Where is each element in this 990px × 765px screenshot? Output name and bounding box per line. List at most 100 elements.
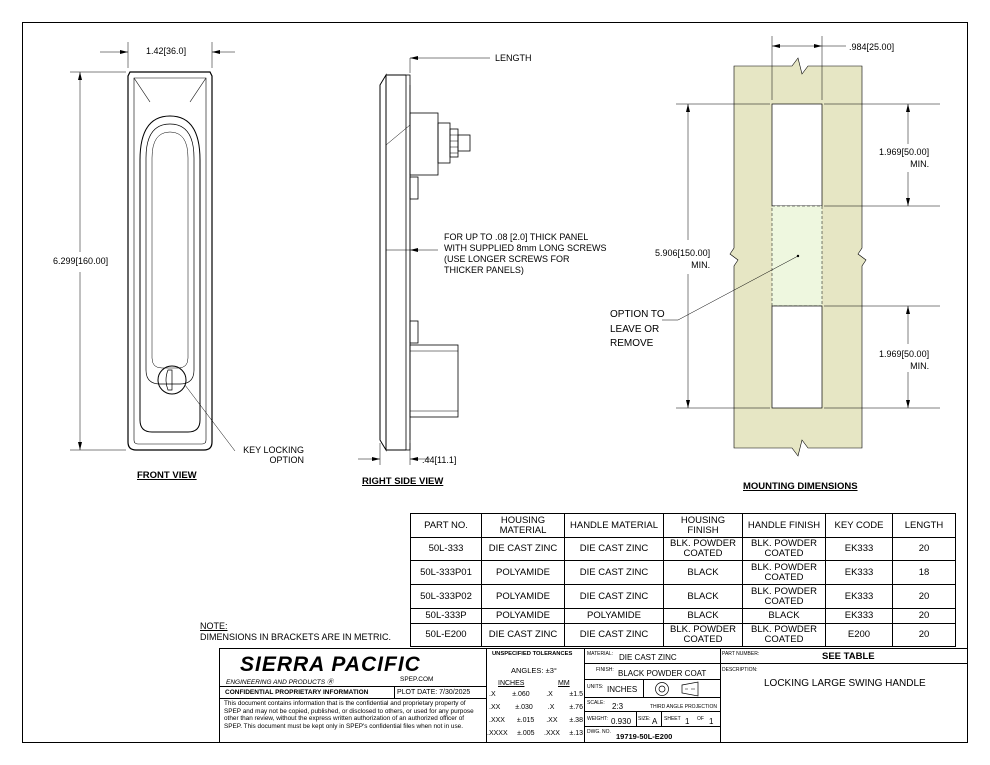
sheet-total: 1 (709, 717, 714, 726)
mounting-title: MOUNTING DIMENSIONS (743, 481, 858, 492)
table-cell: DIE CAST ZINC (564, 623, 664, 647)
projection-label: THIRD ANGLE PROJECTION (650, 704, 717, 710)
line-v (643, 679, 644, 697)
line-h (584, 726, 720, 727)
finish-label: FINISH: (596, 667, 614, 673)
material-label: MATERIAL: (587, 651, 614, 657)
line-v (486, 648, 487, 743)
table-cell: BLACK (742, 608, 826, 624)
table-cell: 50L-333P (410, 608, 482, 624)
table-cell: E200 (825, 623, 893, 647)
dwg-label: DWG. NO. (587, 729, 611, 735)
title-block (219, 648, 968, 743)
table-cell: DIE CAST ZINC (564, 560, 664, 585)
plot-date: PLOT DATE: 7/30/2025 (397, 689, 471, 696)
table-cell: POLYAMIDE (481, 584, 565, 609)
table-cell: EK333 (825, 584, 893, 609)
line-v (636, 711, 637, 726)
table-cell: 50L-333P01 (410, 560, 482, 585)
table-cell: POLYAMIDE (481, 560, 565, 585)
table-cell: BLACK (663, 560, 743, 585)
size: A (652, 717, 658, 726)
table-cell: BLACK (663, 608, 743, 624)
front-width-dim: 1.42[36.0] (146, 46, 187, 56)
confidential-label: CONFIDENTIAL PROPRIETARY INFORMATION (225, 689, 369, 696)
front-height-dim: 6.299[160.00] (53, 256, 109, 266)
front-view-title: FRONT VIEW (137, 470, 197, 481)
tolerance-row: .XXXX±.005.XXX±.13 (487, 730, 583, 737)
col-header: HOUSING FINISH (663, 513, 743, 538)
table-cell: 50L-333P02 (410, 584, 482, 609)
line-v (584, 648, 585, 743)
col-header: HANDLE MATERIAL (564, 513, 664, 538)
units: INCHES (607, 685, 638, 694)
mount-bottom-dim: 1.969[50.00] MIN. (879, 349, 930, 371)
side-depth-dim: .44[11.1] (422, 455, 457, 465)
side-view (358, 56, 490, 465)
table-cell: BLK. POWDER COATED (742, 537, 826, 561)
table-row: 50L-333 DIE CAST ZINC DIE CAST ZINC BLK.… (410, 537, 956, 561)
table-cell: 20 (892, 537, 956, 561)
mm-label: MM (558, 680, 570, 687)
key-locking-note: KEY LOCKING OPTION (243, 445, 304, 465)
line-h (219, 698, 486, 699)
mounting-dimensions (662, 36, 940, 457)
units-label: UNITS: (587, 684, 604, 690)
table-cell: BLK. POWDER COATED (742, 560, 826, 585)
tolerance-row: .X±.060.X±1.5 (489, 691, 583, 698)
table-cell: 20 (892, 623, 956, 647)
company-sub: ENGINEERING AND PRODUCTS Ⓡ (226, 679, 334, 686)
table-cell: POLYAMIDE (564, 608, 664, 624)
mount-width-dim: .984[25.00] (849, 42, 895, 52)
option-note: OPTION TO LEAVE OR REMOVE (610, 309, 665, 349)
scale: 2:3 (612, 702, 624, 711)
table-cell: EK333 (825, 537, 893, 561)
weight-label: WEIGHT: (587, 716, 608, 722)
table-row: 50L-E200 DIE CAST ZINC DIE CAST ZINC BLK… (410, 623, 956, 647)
line-h (584, 711, 720, 712)
parts-table: PART NO. HOUSING MATERIAL HANDLE MATERIA… (410, 513, 956, 647)
table-header-row: PART NO. HOUSING MATERIAL HANDLE MATERIA… (410, 513, 956, 538)
note-label: NOTE: (200, 621, 228, 631)
metric-note: NOTE: DIMENSIONS IN BRACKETS ARE IN METR… (200, 621, 391, 643)
table-cell: 18 (892, 560, 956, 585)
table-row: 50L-333P01 POLYAMIDE DIE CAST ZINC BLACK… (410, 560, 956, 585)
description: LOCKING LARGE SWING HANDLE (764, 678, 926, 689)
sheet-label: SHEET (664, 716, 681, 722)
third-angle-projection-icon (655, 681, 699, 697)
table-cell: BLK. POWDER COATED (742, 623, 826, 647)
col-header: HANDLE FINISH (742, 513, 826, 538)
material: DIE CAST ZINC (619, 653, 677, 662)
tolerance-row: .XX±.030.X±.76 (489, 704, 583, 711)
note-text: DIMENSIONS IN BRACKETS ARE IN METRIC. (200, 632, 392, 642)
table-cell: BLK. POWDER COATED (663, 623, 743, 647)
part-number-label: PART NUMBER: (722, 651, 760, 657)
table-cell: DIE CAST ZINC (481, 623, 565, 647)
table-cell: BLK. POWDER COATED (742, 584, 826, 609)
tolerances-title: UNSPECIFIED TOLERANCES (492, 651, 573, 657)
col-header: PART NO. (410, 513, 482, 538)
line-v (661, 711, 662, 726)
sheet: 1 (685, 717, 690, 726)
table-row: 50L-333P POLYAMIDE POLYAMIDE BLACK BLACK… (410, 608, 956, 624)
table-cell: POLYAMIDE (481, 608, 565, 624)
disclaimer: This document contains information that … (224, 700, 474, 730)
description-label: DESCRIPTION: (722, 667, 758, 673)
line-v (394, 686, 395, 698)
table-cell: EK333 (825, 560, 893, 585)
table-row: 50L-333P02 POLYAMIDE DIE CAST ZINC BLACK… (410, 584, 956, 609)
line-h (584, 697, 720, 698)
size-label: SIZE: (638, 716, 651, 722)
company-logo: SIERRA PACIFIC (240, 653, 421, 676)
side-view-title: RIGHT SIDE VIEW (362, 476, 444, 487)
table-cell: 50L-333 (410, 537, 482, 561)
website: SPEP.COM (400, 676, 434, 683)
table-cell: BLACK (663, 584, 743, 609)
mount-total-dim: 5.906[150.00] MIN. (655, 248, 711, 270)
inches-label: INCHES (498, 680, 525, 687)
table-cell: 20 (892, 584, 956, 609)
col-header: HOUSING MATERIAL (481, 513, 565, 538)
dwg-no: 19719-50L-E200 (616, 732, 673, 741)
table-cell: DIE CAST ZINC (481, 537, 565, 561)
tolerance-row: .XXX±.015.XX±.38 (489, 717, 583, 724)
